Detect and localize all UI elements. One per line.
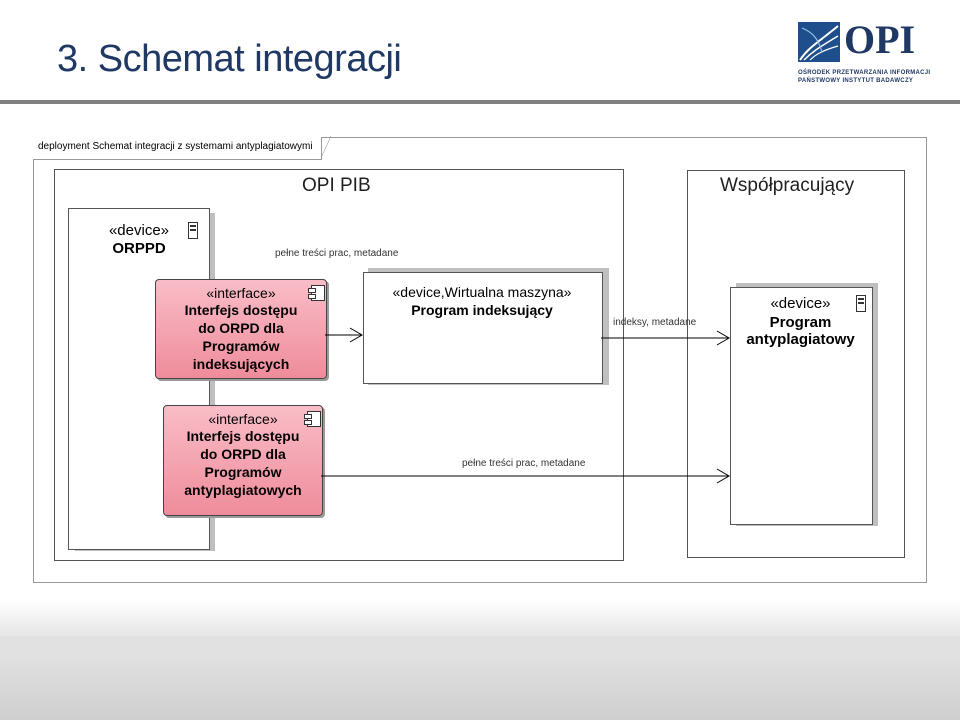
arrowhead-icon bbox=[716, 330, 730, 346]
opi-logo: OPI OŚRODEK PRZETWARZANIA INFORMACJI PAŃ… bbox=[798, 18, 930, 84]
partner-label: Współpracujący bbox=[720, 175, 855, 196]
arrowhead-icon bbox=[716, 468, 730, 484]
connector-label-indexes: indeksy, metadane bbox=[613, 317, 697, 328]
indexing-interface: «interface» Interfejs dostępu do ORPD dl… bbox=[155, 279, 327, 379]
antiplag-node bbox=[730, 287, 873, 525]
interface-name-line: Programów bbox=[202, 338, 280, 354]
logo-emblem-icon bbox=[798, 22, 840, 62]
frame-label-text: deployment Schemat integracji z systemam… bbox=[38, 141, 313, 152]
title-divider bbox=[0, 100, 960, 104]
component-icon bbox=[308, 285, 325, 301]
interface-name-line: Programów bbox=[204, 464, 282, 480]
device-icon bbox=[856, 295, 866, 312]
opi-pib-label: OPI PIB bbox=[302, 175, 371, 196]
connector-label-top: pełne treści prac, metadane bbox=[275, 248, 399, 259]
antiplag-interface: «interface» Interfejs dostępu do ORPD dl… bbox=[163, 405, 323, 516]
diagram-frame-label: deployment Schemat integracji z systemam… bbox=[33, 136, 331, 160]
indexer-stereotype: «device,Wirtualna maszyna» bbox=[392, 284, 572, 300]
interface-name-line: indeksujących bbox=[192, 356, 290, 372]
interface-stereotype: «interface» bbox=[208, 411, 278, 427]
interface-name-line: do ORPD dla bbox=[198, 320, 284, 336]
logo-subtitle-1: OŚRODEK PRZETWARZANIA INFORMACJI bbox=[798, 70, 931, 76]
indexer-name: Program indeksujący bbox=[411, 302, 553, 318]
interface-stereotype: «interface» bbox=[206, 285, 276, 301]
logo-wordmark: OPI bbox=[844, 17, 916, 62]
logo-subtitle-2: PAŃSTWOWY INSTYTUT BADAWCZY bbox=[798, 78, 914, 84]
connector-label-bottom: pełne treści prac, metadane bbox=[462, 458, 586, 469]
indexer-node bbox=[363, 272, 603, 384]
orppd-stereotype: «device» bbox=[108, 222, 170, 239]
antiplag-stereotype: «device» bbox=[770, 295, 831, 312]
slide-title: 3. Schemat integracji bbox=[57, 38, 402, 80]
interface-name-line: do ORPD dla bbox=[200, 446, 286, 462]
interface-name-line: Interfejs dostępu bbox=[186, 428, 300, 444]
interface-name-line: Interfejs dostępu bbox=[184, 302, 298, 318]
component-icon bbox=[304, 411, 321, 427]
antiplag-name: Program antyplagiatowy bbox=[746, 314, 855, 348]
interface-name-line: antyplagiatowych bbox=[184, 482, 302, 498]
orppd-name: ORPPD bbox=[112, 240, 166, 257]
slide-background-band bbox=[0, 600, 960, 720]
device-icon bbox=[188, 222, 198, 239]
slide-background-stripe bbox=[0, 636, 960, 658]
arrowhead-icon bbox=[349, 327, 363, 343]
